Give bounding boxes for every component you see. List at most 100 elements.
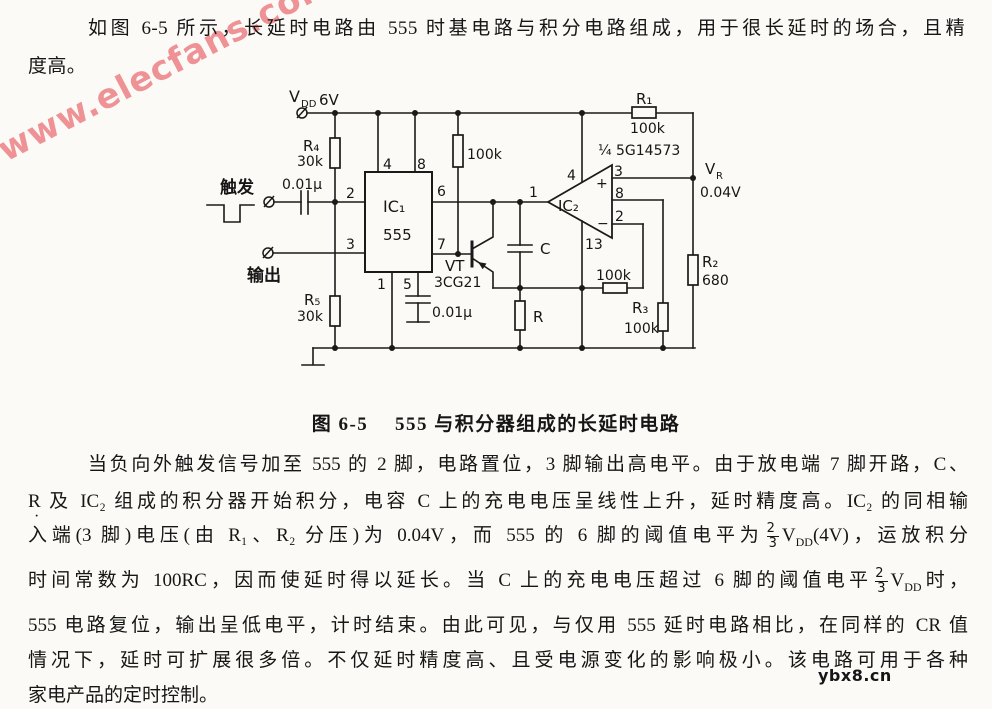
circuit-label: R₄ bbox=[303, 137, 319, 155]
terminal-trigger-icon bbox=[263, 196, 275, 208]
junction-dot bbox=[332, 345, 338, 351]
circuit-label: 100k bbox=[467, 147, 503, 163]
resistor-R4 bbox=[329, 137, 341, 169]
junction-dot bbox=[517, 285, 523, 291]
circuit-label: 30k bbox=[297, 309, 324, 325]
circuit-label: 触发 bbox=[219, 177, 255, 198]
ic1-555-box bbox=[364, 171, 433, 273]
opamp-triangle bbox=[546, 163, 613, 240]
footer-site-text: ybx8.cn bbox=[818, 666, 892, 685]
junction-dot bbox=[455, 251, 461, 257]
wires bbox=[206, 112, 696, 366]
scan-artifact-dot: · bbox=[34, 508, 40, 525]
junction-dot bbox=[389, 345, 395, 351]
pnp-emitter-arrow-icon bbox=[478, 262, 487, 270]
junction-dot bbox=[490, 199, 496, 205]
junction-dot bbox=[690, 175, 696, 181]
junction-dot bbox=[375, 110, 381, 116]
body-line: 情况下，延时可扩展很多倍。不仅延时精度高、且受电源变化的影响极小。该电路可用于各… bbox=[28, 646, 968, 676]
trigger-pulse-icon bbox=[206, 204, 255, 223]
circuit-label: IC₁ bbox=[383, 197, 405, 216]
junction-dot bbox=[517, 345, 523, 351]
terminal-output-icon bbox=[262, 247, 274, 259]
circuit-label: 100k bbox=[624, 321, 660, 337]
body-line: 当负向外触发信号加至 555 的 2 脚，电路置位，3 脚输出高电平。由于放电端… bbox=[28, 450, 968, 480]
circuit-label: + bbox=[596, 176, 608, 192]
subscripted-symbol: VDD bbox=[890, 570, 922, 594]
circuit-label: 2 bbox=[346, 186, 355, 202]
circuit-label: 3CG21 bbox=[434, 275, 481, 291]
terminal-slash bbox=[262, 246, 274, 259]
body-line: 时间常数为 100RC，因而使延时得以延长。当 C 上的充电电压超过 6 脚的阈… bbox=[28, 566, 968, 602]
fraction-denominator: 3 bbox=[766, 536, 779, 552]
junction-dot bbox=[412, 110, 418, 116]
circuit-label: 0.04V bbox=[700, 185, 741, 201]
intro-paragraph-line2: 度高。 bbox=[28, 56, 87, 77]
circuit-label: 输出 bbox=[247, 265, 281, 286]
circuit-label: C bbox=[540, 240, 550, 258]
junction-dot bbox=[579, 285, 585, 291]
subscripted-symbol: VDD bbox=[781, 525, 813, 549]
junction-dot bbox=[579, 345, 585, 351]
circuit-label: 7 bbox=[437, 237, 446, 253]
circuit-label: 3 bbox=[614, 164, 623, 180]
body-line: 家电产品的定时控制。 bbox=[28, 681, 218, 709]
junction-dot bbox=[455, 110, 461, 116]
resistor-R1 bbox=[631, 106, 657, 119]
resistor-R bbox=[514, 300, 526, 331]
resistor-R3 bbox=[657, 302, 669, 332]
junction-dot bbox=[332, 199, 338, 205]
fraction-numerator: 2 bbox=[766, 520, 775, 536]
figure-caption: 图 6-5 555 与积分器组成的长延时电路 bbox=[311, 414, 681, 435]
fraction-numerator: 2 bbox=[875, 565, 884, 581]
circuit-label: 1 bbox=[529, 185, 538, 201]
circuit-label: 680 bbox=[702, 273, 729, 289]
resistor-R5 bbox=[329, 295, 341, 327]
circuit-label: 8 bbox=[417, 157, 426, 173]
circuit-label: R₁ bbox=[636, 90, 652, 108]
circuit-label: ¼ 5G14573 bbox=[598, 143, 680, 159]
body-text: 情况下，延时可扩展很多倍。不仅延时精度高、且受电源变化的影响极小。该电路可用于各… bbox=[28, 650, 968, 671]
circuit-label: R₃ bbox=[632, 299, 648, 317]
circuit-label: 6 bbox=[437, 184, 446, 200]
circuit-label: 6V bbox=[319, 91, 340, 109]
symbol-subscript: DD bbox=[795, 534, 813, 549]
resistor-R2 bbox=[687, 254, 699, 286]
body-line: 555 电路复位，输出呈低电平，计时结束。由此可见，与仅用 555 延时电路相比… bbox=[28, 611, 968, 641]
body-text: 555 电路复位，输出呈低电平，计时结束。由此可见，与仅用 555 延时电路相比… bbox=[28, 615, 968, 636]
circuit-label: 3 bbox=[346, 237, 355, 253]
junction-dot bbox=[579, 110, 585, 116]
intro-paragraph-line1: 如图 6-5 所示，长延时电路由 555 时基电路与积分电路组成，用于很长延时的… bbox=[88, 18, 965, 39]
symbol-base: V bbox=[781, 525, 796, 546]
circuit-label: 13 bbox=[585, 237, 603, 253]
circuit-label: V bbox=[705, 160, 716, 178]
circuit-label: R bbox=[533, 308, 543, 326]
body-text: 时间常数为 100RC，因而使延时得以延长。当 C 上的充电电压超过 6 脚的阈… bbox=[28, 570, 873, 591]
terminal-vdd-icon bbox=[296, 107, 308, 119]
resistor-100k-feedback bbox=[602, 282, 628, 294]
circuit-label: − bbox=[597, 216, 609, 232]
circuit-label: R bbox=[716, 171, 723, 182]
body-text: (4V)，运放积分 bbox=[812, 525, 968, 546]
symbol-base: V bbox=[890, 570, 905, 591]
circuit-label: 4 bbox=[383, 157, 392, 173]
circuit-label: 555 bbox=[383, 226, 412, 244]
circuit-label: 2 bbox=[615, 209, 624, 225]
body-text: 时， bbox=[921, 570, 968, 591]
circuit-label: 0.01μ bbox=[282, 177, 322, 193]
circuit-label: 5 bbox=[403, 277, 412, 293]
circuit-label: 8 bbox=[615, 186, 624, 202]
resistor-bodies bbox=[329, 106, 699, 332]
body-line: R 及 IC₂ 组成的积分器开始积分，电容 C 上的充电电压呈线性上升，延时精度… bbox=[28, 487, 968, 517]
junction-dot bbox=[660, 345, 666, 351]
circuit-label: IC₂ bbox=[558, 197, 579, 215]
circuit-label: 1 bbox=[377, 277, 386, 293]
junction-dot bbox=[332, 110, 338, 116]
circuit-label: 4 bbox=[567, 168, 576, 184]
circuit-label: VT bbox=[445, 257, 465, 275]
body-text: 家电产品的定时控制。 bbox=[28, 685, 219, 706]
fraction-denominator: 3 bbox=[875, 581, 888, 597]
